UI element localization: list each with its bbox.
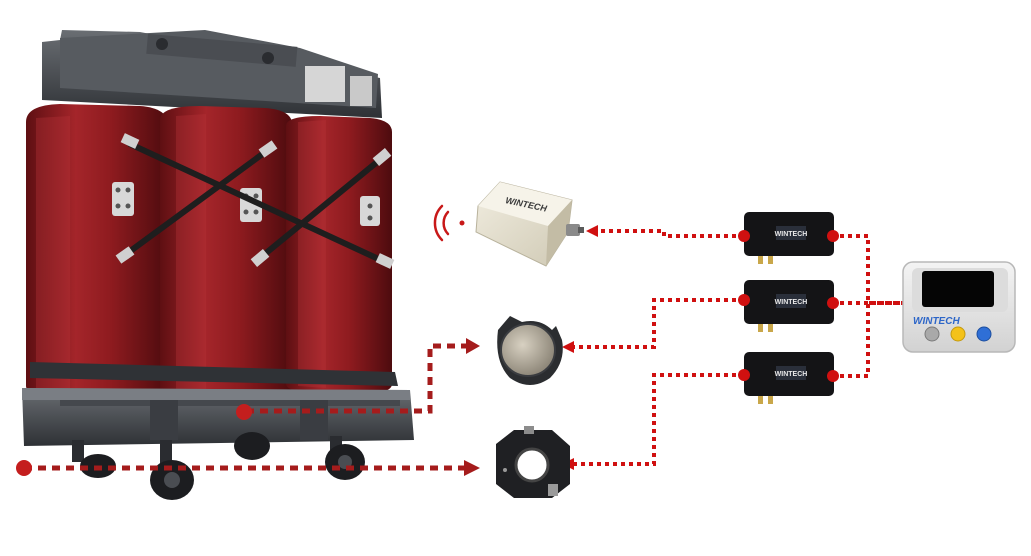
status-led-yellow [950, 326, 966, 342]
link-transformer-to-disc-sensor [246, 343, 466, 414]
module-1-port-right [827, 230, 839, 242]
module-2-port-left [738, 294, 750, 306]
status-led-blue [976, 326, 992, 342]
link-module-1-to-monitor [832, 234, 903, 305]
arrowhead-disc-sensor [562, 341, 574, 353]
module-2-port-right [827, 297, 839, 309]
module-2-brand: WINTECH [775, 299, 808, 306]
transformer-top-frame [42, 30, 382, 118]
transformer-coil-left [26, 104, 168, 398]
ring-current-sensor [496, 426, 570, 498]
transformer-coil-middle [160, 106, 292, 398]
status-led-grey [924, 326, 940, 342]
monitor-screen [922, 271, 994, 307]
monitor-display-unit: WINTECH [902, 261, 1016, 353]
transformer-wheels [72, 432, 365, 500]
signal-links [24, 229, 903, 471]
transmitter-module-2: WINTECH [738, 280, 839, 332]
transformer-base-frame [22, 362, 414, 446]
dry-type-transformer [22, 30, 414, 500]
wireless-sensor: WINTECH [433, 181, 584, 267]
link-module-1-to-wireless-sensor [596, 229, 744, 238]
interconnect-cables [115, 133, 395, 269]
module-1-brand: WINTECH [775, 231, 808, 238]
transformer-coil-right [286, 116, 392, 394]
link-module-2-to-disc-sensor [572, 298, 744, 349]
source-point-upper [236, 404, 252, 420]
module-3-port-right [827, 370, 839, 382]
monitor-brand: WINTECH [913, 316, 960, 327]
link-module-3-to-monitor [832, 303, 870, 378]
arrowhead-ring-sensor-in [464, 460, 480, 476]
wireless-signal-icon [433, 204, 465, 242]
module-3-port-left [738, 369, 750, 381]
arrowhead-disc-sensor-in [466, 338, 480, 354]
disc-temperature-sensor [497, 316, 563, 385]
module-1-port-left [738, 230, 750, 242]
transmitter-module-1: WINTECH [738, 212, 839, 264]
arrowhead-wireless-sensor [586, 225, 598, 237]
source-point-lower [16, 460, 32, 476]
transmitter-module-3: WINTECH [738, 352, 839, 404]
link-module-3-to-ring-sensor [572, 373, 744, 466]
module-3-brand: WINTECH [775, 371, 808, 378]
